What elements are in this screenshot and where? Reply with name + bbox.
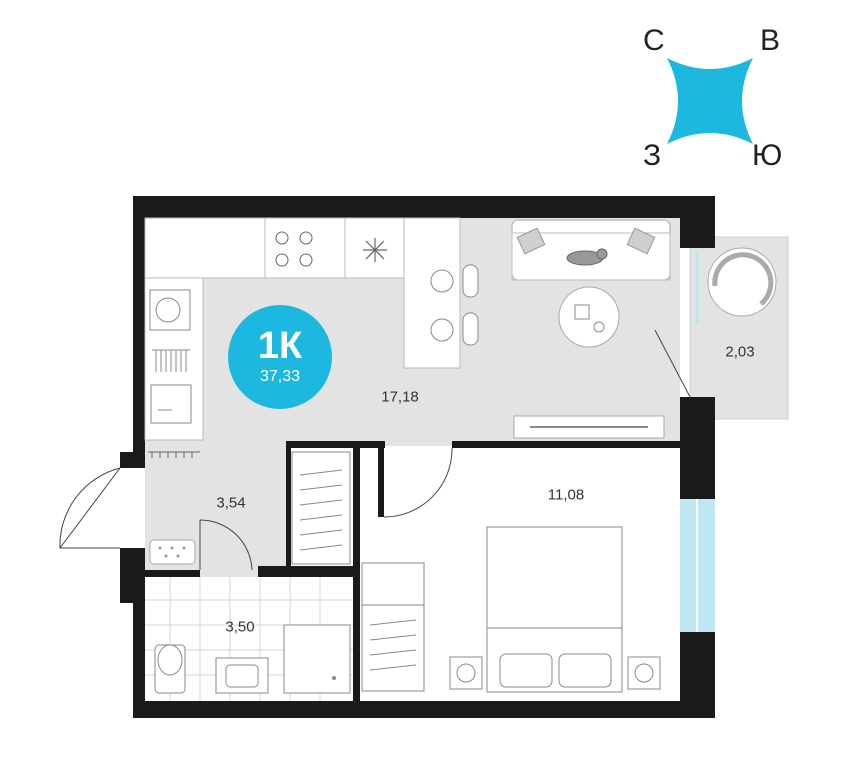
bath-door <box>199 519 253 571</box>
entrance-door <box>59 467 121 549</box>
bath-sink-icon <box>215 657 269 694</box>
hallway-bench <box>149 539 196 565</box>
living-furniture <box>511 219 777 439</box>
bedroom-area-label: 11,08 <box>547 486 585 504</box>
hallway-area-label: 3,54 <box>216 494 246 512</box>
compass-south-label: Ю <box>752 139 783 172</box>
wall-partition-vertical-2 <box>378 441 384 517</box>
compass-north-label: С <box>643 24 665 57</box>
wall-right-mid <box>680 397 715 499</box>
doors <box>59 329 691 571</box>
wall-wardrobe-left <box>286 441 291 569</box>
bed <box>449 526 661 693</box>
kitchen-counter-left <box>144 277 204 441</box>
balcony-door <box>654 329 691 398</box>
wall-left-upper <box>133 196 145 454</box>
total-area: 37,33 <box>259 368 301 385</box>
wall-right-bottom <box>680 632 715 718</box>
washing-machine-icon <box>149 289 191 331</box>
compass-west-label: З <box>643 139 662 172</box>
hall-wardrobe <box>291 451 351 565</box>
compass-east-label: В <box>760 24 781 57</box>
wall-partition-bedroom-top <box>452 441 680 448</box>
toilet-icon <box>154 644 186 694</box>
coat-rack <box>148 451 200 458</box>
bar-counter <box>403 217 461 369</box>
apartment-type-badge: 1К 37,33 <box>228 305 332 409</box>
apartment-type: 1К <box>257 325 303 367</box>
wall-partition-wardrobe-top <box>290 441 385 448</box>
armchair <box>707 247 777 317</box>
windows <box>680 250 715 632</box>
wall-bath-top-left <box>145 570 200 577</box>
wall-bottom <box>133 701 715 718</box>
bathroom-area-label: 3,50 <box>225 618 255 636</box>
wall-right-top <box>680 196 715 248</box>
bedroom-door <box>383 448 453 518</box>
stove-icon <box>275 231 313 267</box>
kitchen-living-area-label: 17,18 <box>381 388 419 406</box>
compass-star-icon <box>667 58 753 144</box>
cat-icon <box>566 248 608 266</box>
shower-icon <box>283 624 351 694</box>
sink-icon <box>150 384 192 424</box>
walls <box>120 196 715 718</box>
wall-top <box>133 196 715 218</box>
bedroom-wardrobe <box>361 562 425 692</box>
wall-left-stub-upper <box>120 452 145 468</box>
kitchen <box>144 217 479 441</box>
fridge-icon <box>363 238 387 262</box>
balcony-area-label: 2,03 <box>725 343 755 361</box>
dish-rack-icon <box>152 349 190 372</box>
wall-left-lower <box>133 548 145 718</box>
wall-bath-top-right <box>258 566 360 577</box>
bar-stools <box>430 264 479 346</box>
bench-dots <box>158 546 186 558</box>
